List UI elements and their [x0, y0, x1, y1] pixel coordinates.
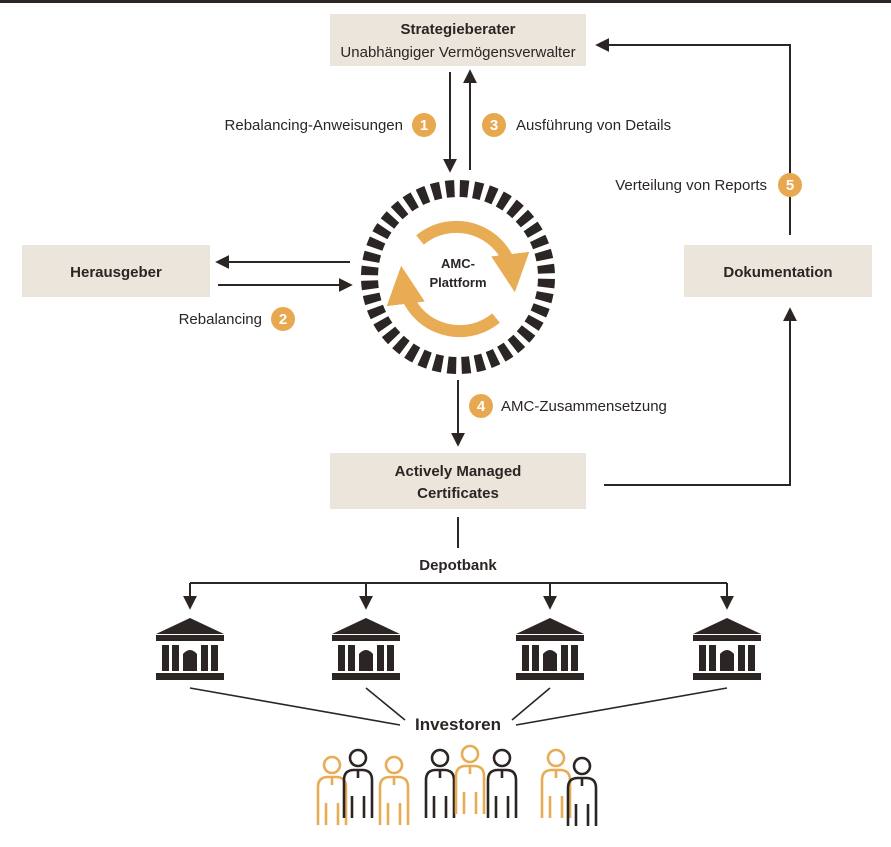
line-bank2-investors — [365, 687, 406, 721]
top-rule — [0, 0, 891, 3]
platform-label-line1: AMC- — [441, 256, 475, 271]
strategy-box — [330, 14, 586, 66]
step4-label: AMC-Zusammensetzung — [501, 398, 667, 415]
amc-box — [330, 453, 586, 509]
ring-segment — [497, 342, 514, 362]
ring-segment — [429, 181, 443, 201]
step4-badge — [469, 394, 493, 418]
issuer-label: Herausgeber — [70, 264, 162, 281]
investors-label: Investoren — [415, 715, 501, 734]
ring-segment — [484, 185, 499, 205]
step3-label: Ausführung von Details — [516, 117, 671, 134]
ring-segment — [507, 334, 526, 354]
ring-segment — [524, 314, 544, 331]
ring-segment — [516, 325, 536, 343]
documentation-box — [684, 245, 872, 297]
ring-segment — [506, 199, 524, 219]
ring-segment — [523, 221, 543, 238]
ring-segment — [537, 263, 555, 274]
ring-segment — [495, 191, 512, 211]
rotation-arrows-icon — [386, 220, 530, 338]
ring-segment — [461, 356, 472, 374]
step2-number: 2 — [279, 311, 287, 328]
step4-number: 4 — [477, 398, 486, 415]
bank-icon — [156, 618, 224, 680]
ring-segment — [535, 291, 554, 304]
amc-label-line1: Actively Managed — [395, 463, 522, 480]
line-bank3-investors — [511, 687, 551, 721]
step3-number: 3 — [490, 117, 498, 134]
ring-segment — [446, 356, 457, 374]
ring-segment — [444, 180, 455, 198]
step1-number: 1 — [420, 117, 428, 134]
ring-segment — [372, 223, 392, 240]
ring-segment — [473, 353, 487, 373]
arrow-amc-to-documentation — [604, 307, 797, 486]
step1-badge — [412, 113, 436, 137]
step3-badge — [482, 113, 506, 137]
ring-segment — [529, 234, 549, 250]
line-bank4-investors — [515, 687, 728, 726]
ring-segment — [392, 335, 410, 355]
ring-segment — [404, 343, 421, 363]
step5-label: Verteilung von Reports — [615, 177, 767, 194]
bank-icon — [693, 618, 761, 680]
ring-segment — [367, 304, 387, 320]
documentation-label: Dokumentation — [723, 264, 832, 281]
line-bank1-investors — [189, 687, 401, 726]
platform-ring — [361, 180, 555, 374]
ring-segment — [485, 348, 501, 368]
ring-segment — [373, 316, 393, 333]
ring-segment — [380, 211, 400, 229]
ring-segment — [390, 200, 409, 220]
step1-label: Rebalancing-Anweisungen — [225, 117, 403, 134]
ring-segment — [362, 292, 382, 306]
ring-segment — [534, 248, 554, 262]
ring-segment — [417, 349, 432, 369]
step2-badge — [271, 307, 295, 331]
issuer-box — [22, 245, 210, 297]
ring-segment — [431, 354, 444, 373]
people-icon — [316, 744, 598, 828]
arrow-reports-to-strategy — [595, 38, 791, 235]
ring-segment — [472, 181, 485, 200]
platform-label-line2: Plattform — [429, 275, 486, 290]
depot-label: Depotbank — [419, 557, 497, 574]
ring-segment — [361, 265, 379, 276]
amc-label-line2: Certificates — [417, 485, 499, 502]
strategy-title: Strategieberater — [400, 21, 515, 38]
ring-segment — [366, 236, 386, 251]
strategy-subtitle: Unabhängiger Vermögensverwalter — [340, 44, 575, 61]
ring-segment — [381, 326, 401, 345]
ring-segment — [515, 209, 535, 228]
ring-segment — [402, 192, 419, 212]
step5-number: 5 — [786, 177, 794, 194]
ring-segment — [361, 280, 379, 291]
ring-segment — [415, 186, 431, 206]
step5-badge — [778, 173, 802, 197]
ring-segment — [362, 250, 381, 263]
bank-icon — [516, 618, 584, 680]
bank-icon — [332, 618, 400, 680]
ring-segment — [537, 278, 555, 289]
step2-label: Rebalancing — [179, 311, 262, 328]
ring-segment — [530, 303, 550, 318]
ring-segment — [459, 180, 470, 198]
